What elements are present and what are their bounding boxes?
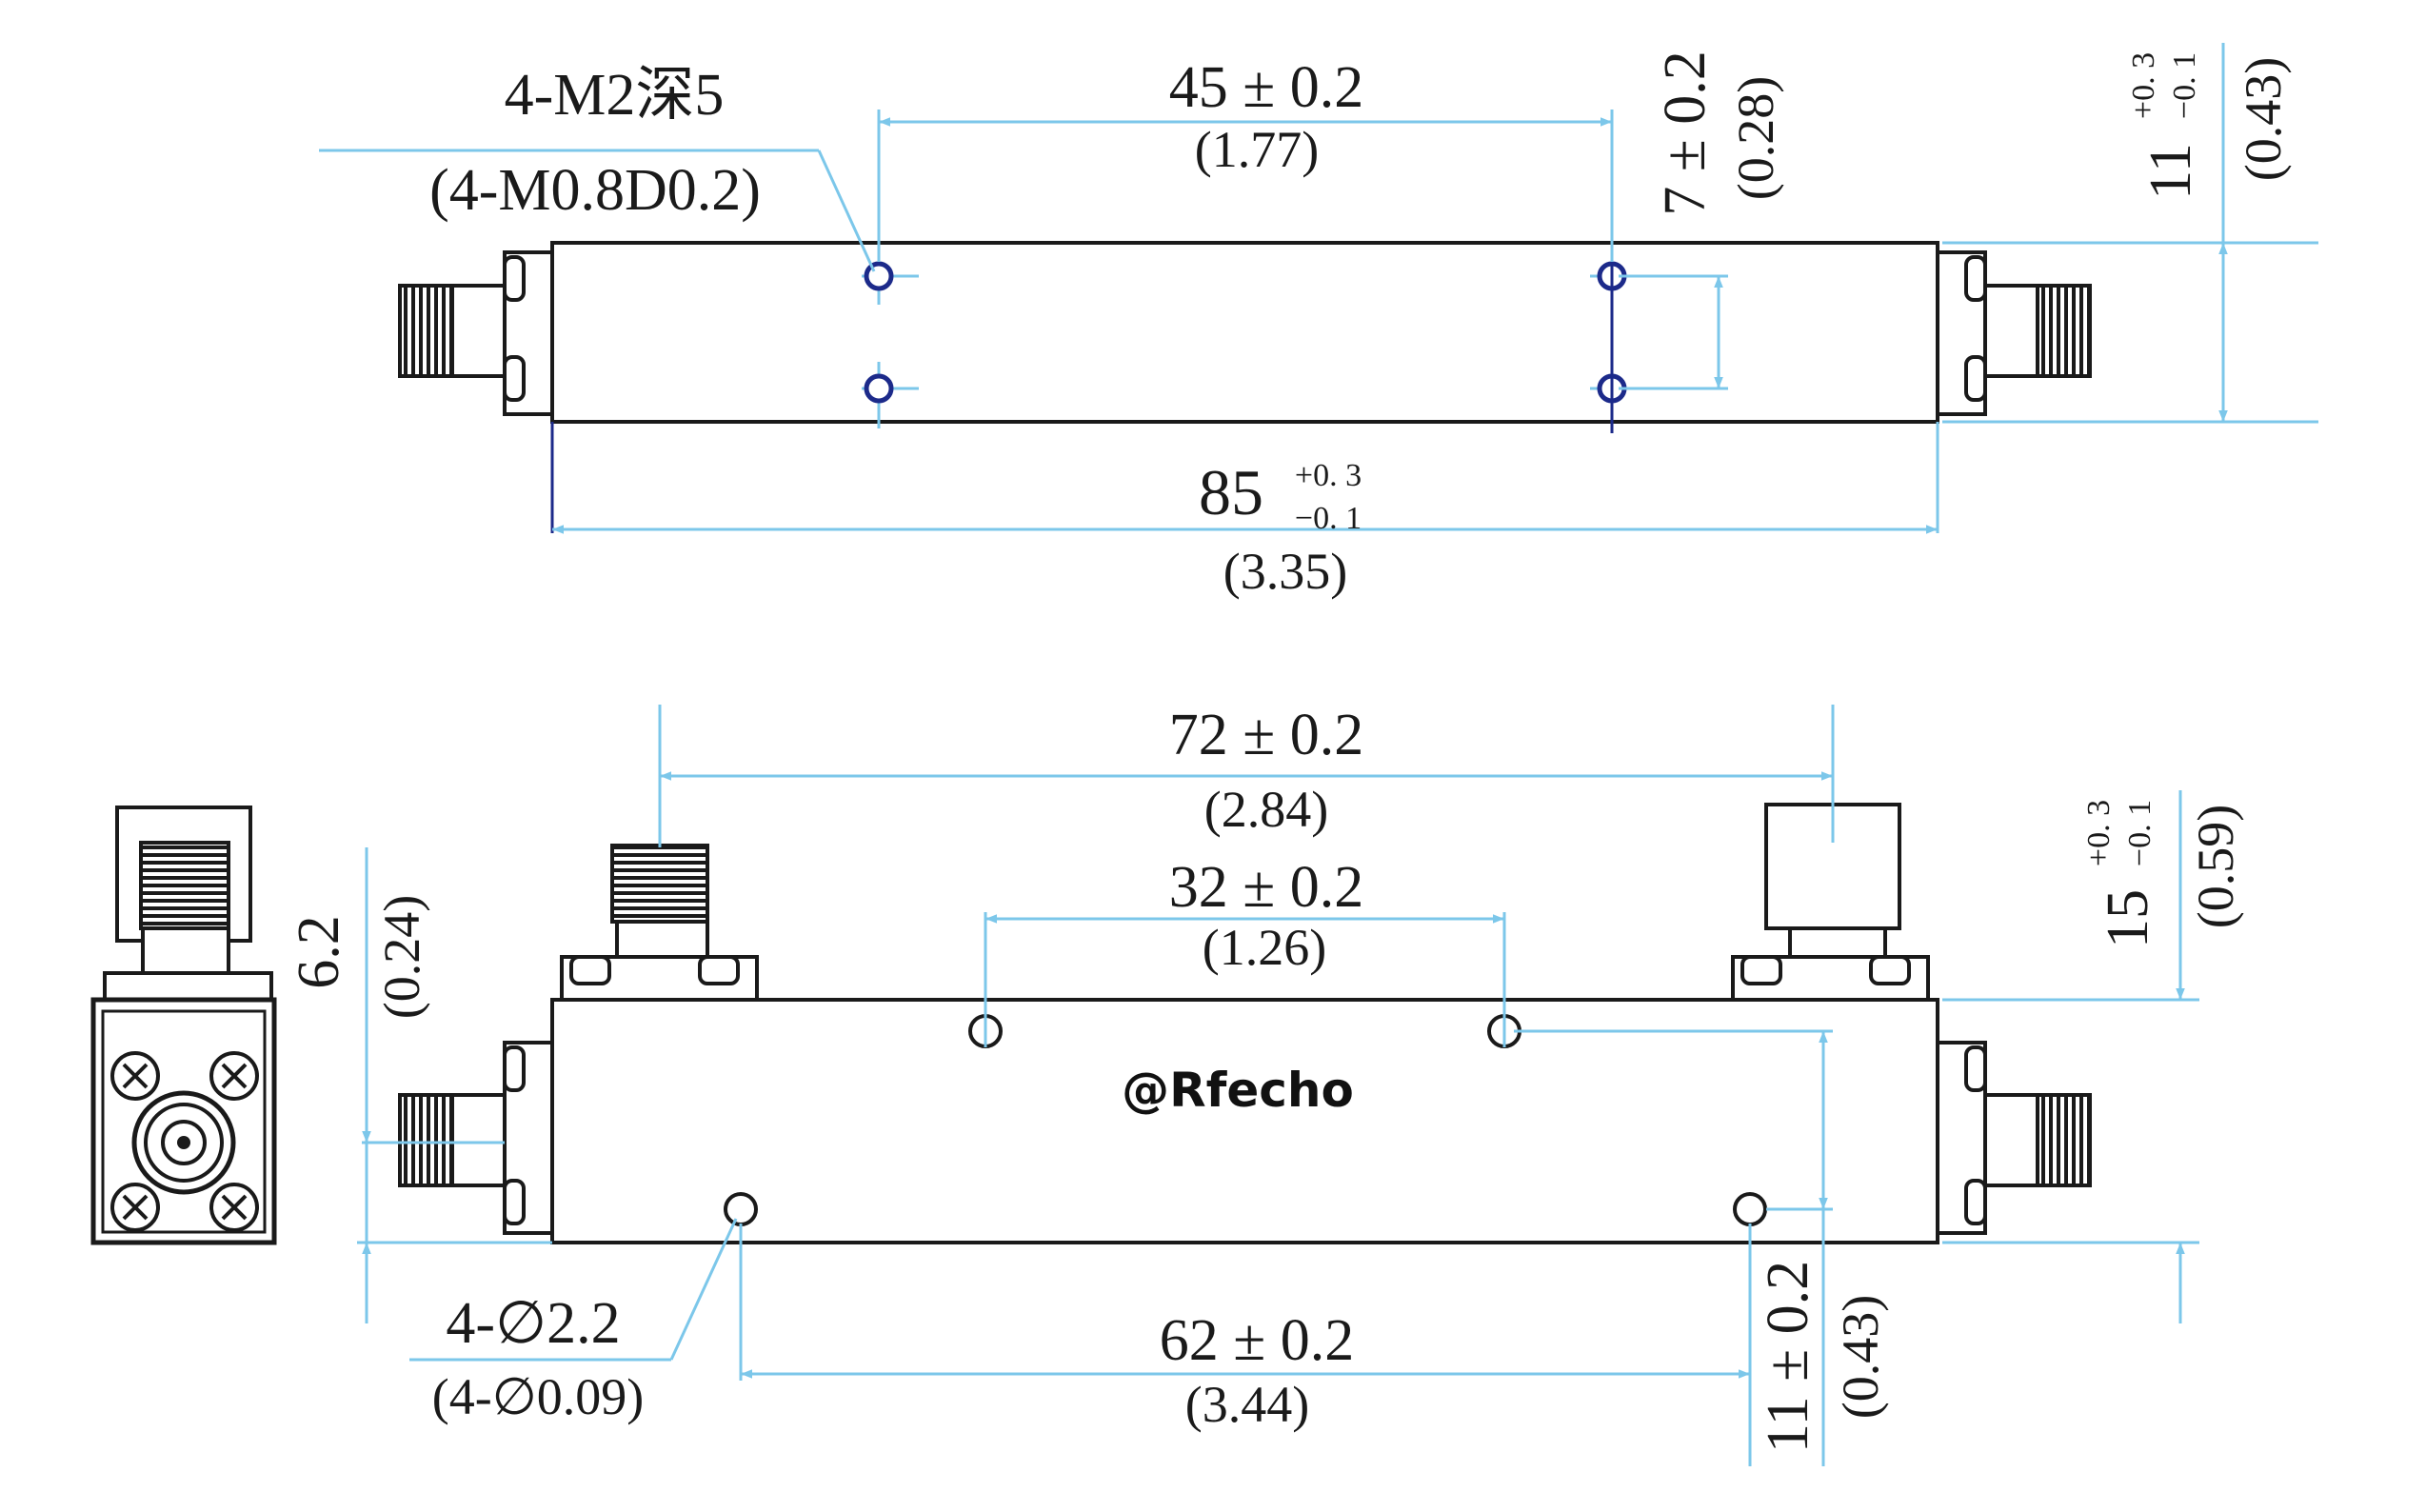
top-dim-length-tol-minus: −0. 1 (1295, 501, 1362, 536)
top-dim-hole-spacing-label: 45 ± 0.2 (1169, 55, 1364, 120)
top-dim-height (1942, 43, 2318, 424)
front-dim-hole-height-imperial: (0.43) (1832, 1295, 1889, 1419)
front-dim-height-tol-plus: +0. 3 (2081, 800, 2117, 866)
front-dim-connector-offset: 6.2 (287, 915, 351, 989)
top-dim-height-tol-minus: −0. 1 (2167, 52, 2202, 119)
top-label-holes-imperial: (4-M0.8D0.2) (429, 158, 761, 223)
front-dim-height-imperial: (0.59) (2187, 805, 2244, 928)
front-port-right (1731, 803, 1930, 1002)
front-dim-hole-height: 11 ± 0.2 (1756, 1261, 1820, 1453)
top-dim-length-tol-plus: +0. 3 (1295, 458, 1362, 493)
front-hole-bottom-2 (1733, 1192, 1767, 1226)
side-screw-icons (110, 1051, 259, 1232)
top-dim-length (552, 422, 1939, 534)
top-dim-length-base: 85 (1199, 456, 1263, 528)
top-dim-length-imperial: (3.35) (1223, 543, 1347, 600)
top-view: 45 ± 0.2 (1.77) 4-M2深5 (4-M0.8D0.2) 7 ± … (319, 43, 2318, 600)
sma-connector-end-icon (131, 1090, 236, 1195)
front-view-body (550, 998, 1939, 1244)
front-dim-port-spacing-imperial: (2.84) (1204, 781, 1328, 838)
front-label-holes-imperial: (4-∅0.09) (432, 1368, 645, 1425)
top-hole-2 (864, 373, 894, 404)
front-dim-top-holes: 32 ± 0.2 (1169, 855, 1364, 920)
front-dim-port-spacing: 72 ± 0.2 (1169, 703, 1364, 767)
front-dim-top-holes-imperial: (1.26) (1203, 919, 1326, 976)
top-hole-1 (864, 261, 894, 291)
front-right-connector (1936, 1041, 2092, 1235)
front-dim-height-tol-minus: −0. 1 (2122, 800, 2158, 866)
top-dim-height-base: 11 (2138, 143, 2203, 200)
top-dim-hole-spacing (877, 109, 1614, 262)
front-hole-bottom-1 (724, 1192, 758, 1226)
top-left-connector (398, 250, 554, 416)
top-dim-height-tol-plus: +0. 3 (2126, 52, 2161, 119)
top-dim-height-imperial: (0.43) (2235, 57, 2292, 181)
top-right-connector (1936, 250, 2092, 416)
front-port-left (560, 844, 759, 1002)
front-left-connector (398, 1041, 554, 1235)
front-dim-connector-offset-imperial: (0.24) (373, 895, 430, 1019)
side-view (90, 806, 277, 1245)
front-dim-bottom-holes: 62 ± 0.2 (1160, 1308, 1355, 1373)
top-label-holes: 4-M2深5 (505, 63, 725, 128)
top-dim-hole-spacing-imperial: (1.77) (1195, 121, 1319, 178)
top-dim-hole-offset-imperial: (0.28) (1727, 76, 1784, 200)
front-dim-height-base: 15 (2096, 889, 2160, 948)
front-dim-bottom-holes-imperial: (3.44) (1185, 1376, 1309, 1433)
top-dim-hole-offset (1619, 274, 1728, 390)
top-view-body (550, 241, 1939, 424)
top-dim-hole-offset-label: 7 ± 0.2 (1653, 50, 1718, 216)
front-view: @Rfecho (287, 703, 2244, 1466)
brand-logo: @Rfecho (1122, 1063, 1354, 1118)
front-label-holes: 4-∅2.2 (446, 1291, 620, 1356)
